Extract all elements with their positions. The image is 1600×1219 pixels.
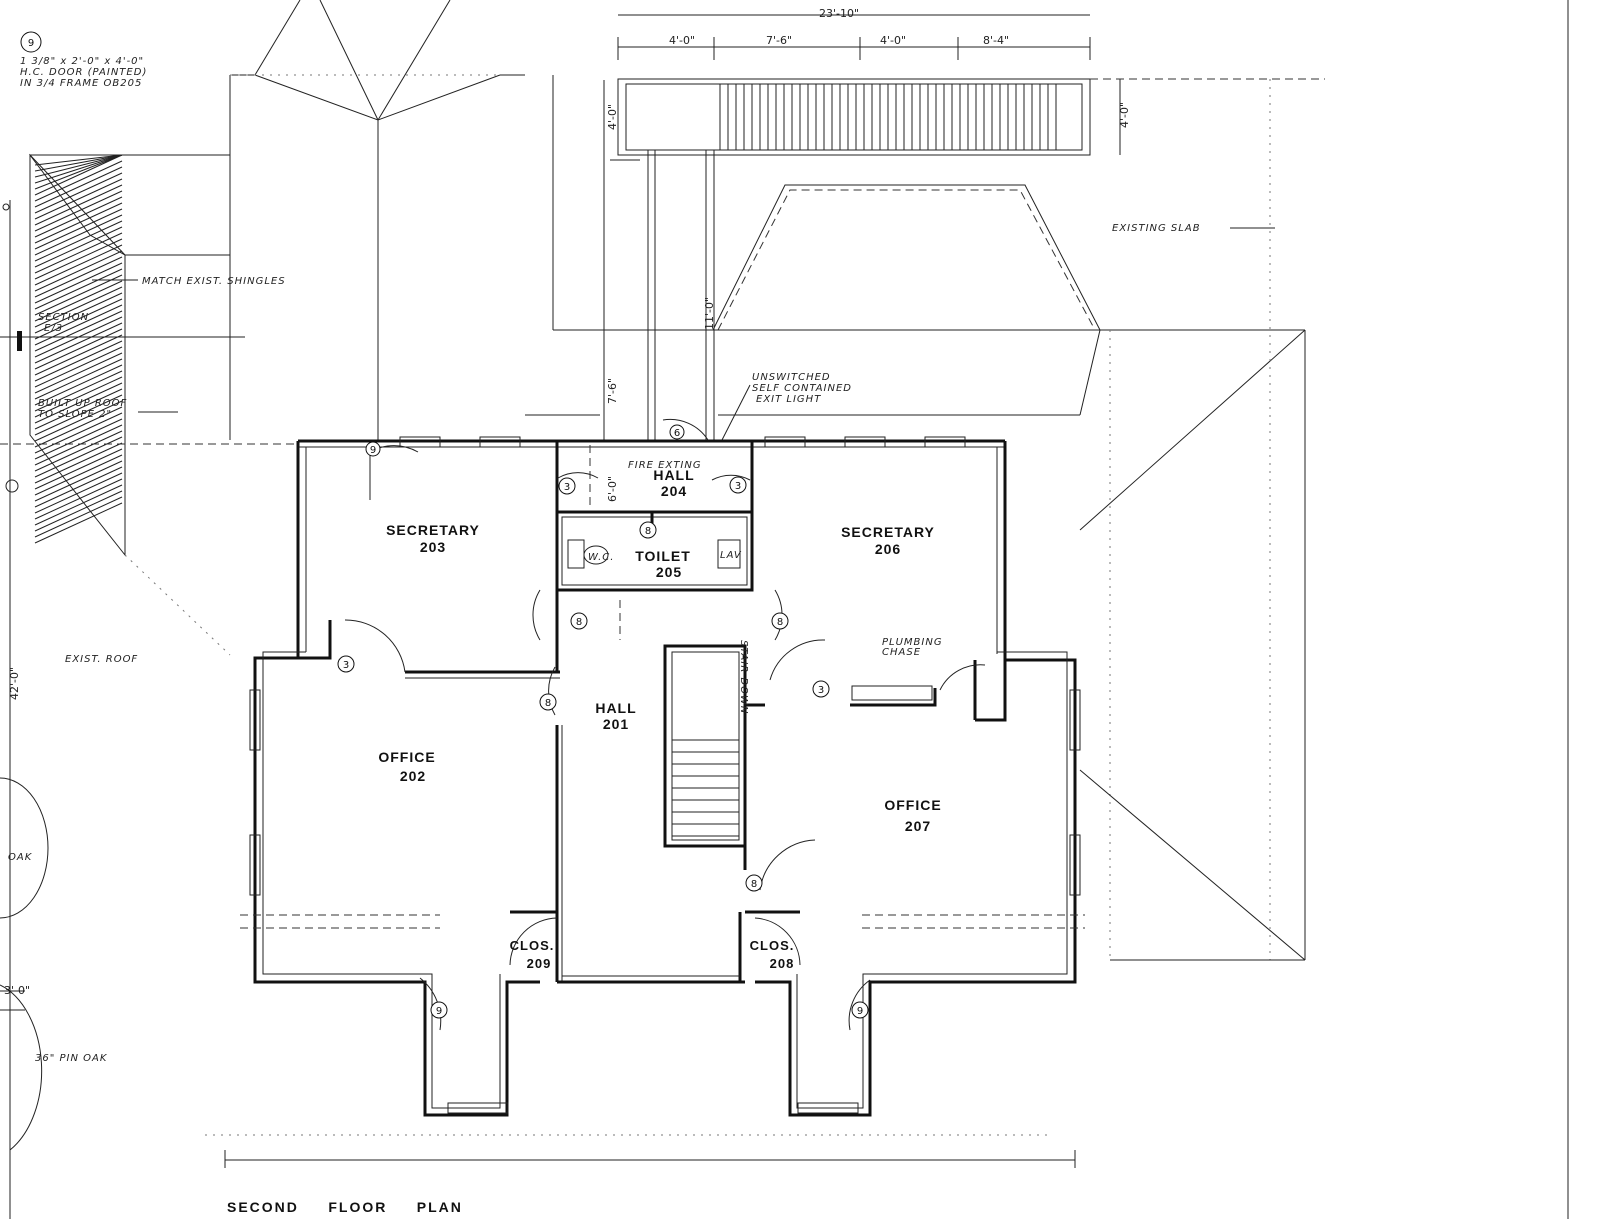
- room-name-office-202: OFFICE: [378, 749, 435, 765]
- room-number-206: 206: [875, 541, 901, 557]
- dim-left-vert-c: 11'-0": [703, 297, 716, 330]
- left-reference-lines: [0, 200, 298, 1219]
- svg-text:3: 3: [564, 482, 570, 493]
- door-tag: 3: [337, 655, 355, 673]
- svg-text:3: 3: [343, 660, 349, 671]
- svg-text:3: 3: [818, 685, 824, 696]
- room-number-207: 207: [905, 818, 931, 834]
- door-tag: 8: [639, 521, 657, 539]
- room-name-secretary-206: SECRETARY: [841, 524, 935, 540]
- svg-text:6: 6: [674, 428, 680, 439]
- drawing-title: SECOND FLOOR PLAN: [227, 1199, 463, 1215]
- dim-left-vert-b: 7'-6": [606, 378, 619, 404]
- existing-slab-note: EXISTING SLAB: [1112, 223, 1201, 234]
- svg-text:3: 3: [735, 481, 741, 492]
- exit-light-note-2: SELF CONTAINED: [752, 383, 852, 394]
- door-tag: 9: [365, 441, 381, 457]
- oak-note: OAK: [8, 852, 33, 863]
- exist-roof-note: EXIST. ROOF: [65, 654, 138, 665]
- dim-stair: 6'-0": [606, 476, 619, 502]
- exit-light-note-1: UNSWITCHED: [752, 372, 831, 383]
- door-tags: 9 6 3 3 8 8 8 3 8 8 9 9 3 9: [20, 31, 869, 1019]
- room-number-203: 203: [420, 539, 446, 555]
- door-spec-line-2: H.C. DOOR (PAINTED): [20, 67, 147, 78]
- room-number-204: 204: [661, 483, 687, 499]
- built-up-roof-note-2: TO SLOPE 2": [38, 409, 112, 420]
- door-tag: 3: [812, 680, 830, 698]
- dim-left-small: 3'-0": [4, 984, 30, 997]
- door-tag: 8: [745, 874, 763, 892]
- door-tag: 3: [729, 476, 747, 494]
- door-tag: 8: [539, 693, 557, 711]
- svg-text:9: 9: [436, 1006, 442, 1017]
- svg-text:8: 8: [751, 879, 757, 890]
- room-number-201: 201: [603, 716, 629, 732]
- door-tag: 8: [771, 612, 789, 630]
- door-tag: 9: [20, 31, 42, 53]
- room-name-clos-209: CLOS.: [510, 938, 555, 953]
- room-name-toilet-205: TOILET: [635, 548, 691, 564]
- room-name-secretary-203: SECRETARY: [386, 522, 480, 538]
- stair-down-note: STAIR DOWN: [738, 640, 749, 714]
- svg-text:9: 9: [28, 38, 34, 49]
- fire-extinguisher-note: FIRE EXTING: [628, 460, 702, 471]
- door-spec-line-1: 1 3/8" x 2'-0" x 4'-0": [20, 56, 144, 67]
- door-spec-line-3: IN 3/4 FRAME OB205: [20, 78, 142, 89]
- roof-hip-lines: [229, 0, 525, 440]
- room-name-hall-201: HALL: [595, 700, 636, 716]
- plumbing-chase-note-1: PLUMBING: [882, 637, 943, 648]
- built-up-roof-note-1: BUILT UP ROOF: [38, 398, 127, 409]
- rear-deck: [603, 14, 1325, 441]
- dim-left-side: 42'-0": [8, 667, 21, 700]
- dim-left-vert-a: 4'-0": [606, 104, 619, 130]
- svg-text:8: 8: [645, 526, 651, 537]
- section-ref: E/3: [44, 323, 63, 334]
- exit-light-note-3: EXIT LIGHT: [756, 394, 821, 405]
- svg-text:8: 8: [576, 617, 582, 628]
- svg-text:9: 9: [370, 445, 376, 456]
- room-number-208: 208: [770, 956, 795, 971]
- room-number-202: 202: [400, 768, 426, 784]
- dim-seg1: 4'-0": [669, 34, 695, 47]
- dim-seg2: 7'-6": [766, 34, 792, 47]
- room-name-office-207: OFFICE: [884, 797, 941, 813]
- dimension-annotations: 23'-10" 4'-0" 7'-6" 4'-0" 8'-4" 4'-0" 4'…: [4, 7, 1131, 1168]
- interior-walls: [240, 441, 1085, 984]
- toilet-fixtures: [567, 539, 741, 569]
- svg-text:8: 8: [545, 698, 551, 709]
- plumbing-chase-note-2: CHASE: [882, 647, 921, 658]
- dim-overall-top: 23'-10": [819, 7, 859, 20]
- door-tag: 3: [558, 477, 576, 495]
- dim-right-vert: 4'-0": [1118, 102, 1131, 128]
- exterior-walls: [249, 436, 1081, 1117]
- room-number-209: 209: [527, 956, 552, 971]
- door-tag: 8: [570, 612, 588, 630]
- lav-label: LAV: [720, 550, 742, 561]
- existing-roof-hip: [525, 75, 1306, 961]
- dim-seg4: 8'-4": [983, 34, 1009, 47]
- room-name-hall-204: HALL: [653, 467, 694, 483]
- section-note: SECTION: [38, 312, 89, 323]
- annotations: 1 3/8" x 2'-0" x 4'-0" H.C. DOOR (PAINTE…: [8, 56, 1275, 1064]
- wc-label: W.C.: [588, 552, 614, 563]
- match-shingles-note: MATCH EXIST. SHINGLES: [142, 276, 286, 287]
- door-tag: 9: [851, 1001, 869, 1019]
- room-labels: SECRETARY 203 SECRETARY 206 HALL 204 TOI…: [378, 467, 941, 971]
- pin-oak-note: 36" PIN OAK: [35, 1053, 108, 1064]
- svg-text:9: 9: [857, 1006, 863, 1017]
- room-name-clos-208: CLOS.: [750, 938, 795, 953]
- dim-seg3: 4'-0": [880, 34, 906, 47]
- room-number-205: 205: [656, 564, 682, 580]
- door-tag: 9: [430, 1001, 448, 1019]
- svg-text:8: 8: [777, 617, 783, 628]
- door-tag: 6: [669, 424, 685, 440]
